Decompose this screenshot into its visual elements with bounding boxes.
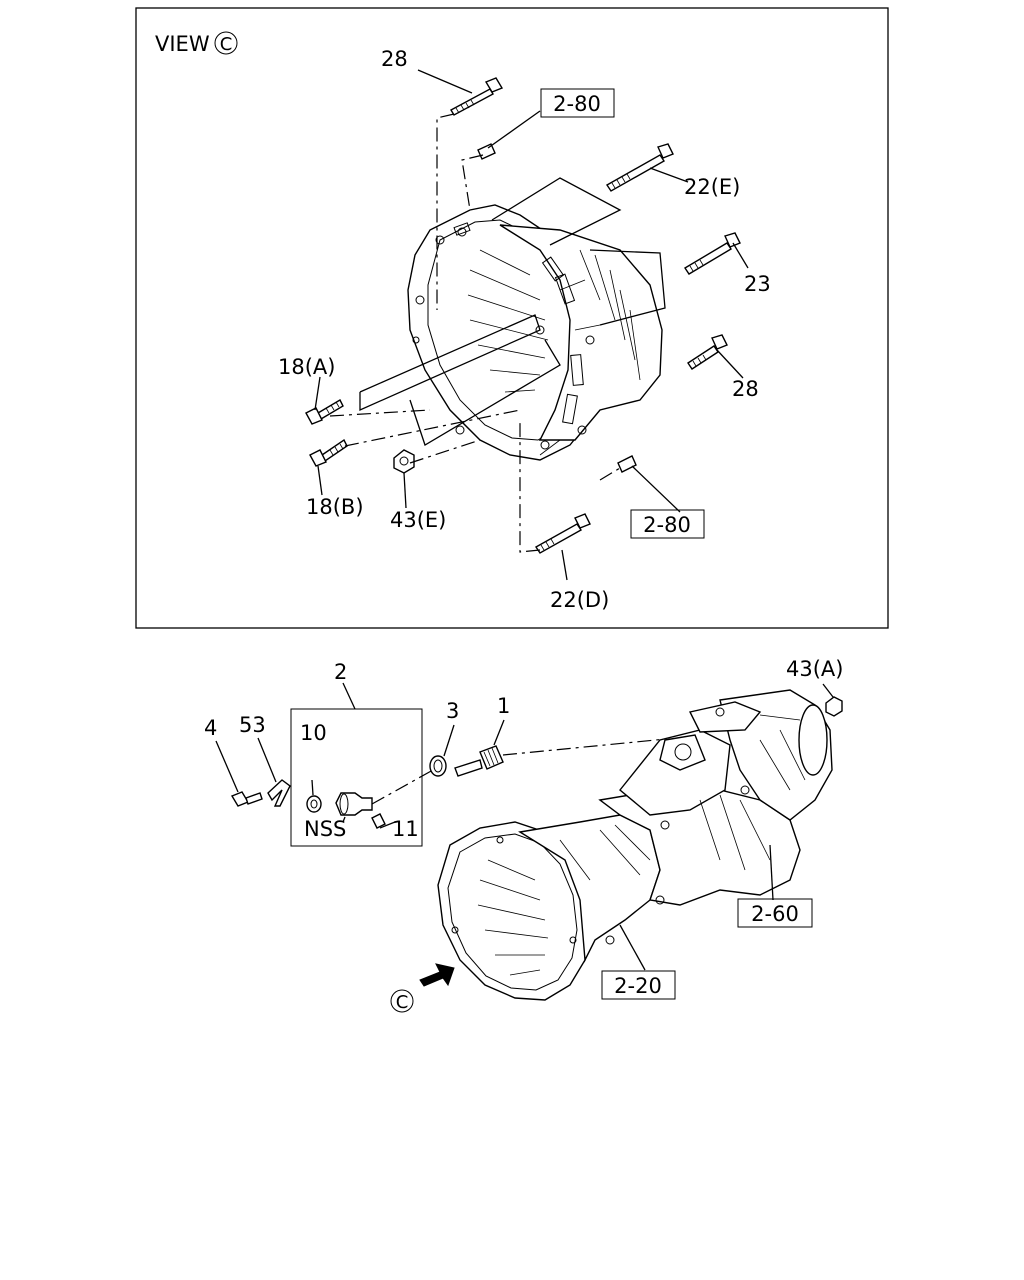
callout-43A: 43(A) bbox=[786, 657, 843, 681]
callout-1: 1 bbox=[497, 694, 510, 718]
callout-23: 23 bbox=[744, 272, 771, 296]
arrow-marker-letter: C bbox=[396, 992, 409, 1013]
main-assembly: C 2 4 53 10 3 1 NSS 11 43(A) 2-60 2-20 bbox=[204, 657, 843, 1013]
callout-10: 10 bbox=[300, 721, 327, 745]
detail-leader-lines bbox=[314, 69, 749, 581]
detail-callout-labels: 28 2-80 22(E) 23 28 18(A) 18(B) 43(E) 2-… bbox=[278, 47, 771, 612]
kit-box-item-2 bbox=[290, 682, 434, 847]
ref-box-2-80-bottom bbox=[630, 509, 705, 539]
bolt-28-top bbox=[450, 77, 504, 116]
ref-2-20: 2-20 bbox=[614, 974, 662, 998]
bolt-22E bbox=[605, 143, 674, 192]
bolt-item-4 bbox=[215, 740, 263, 807]
ref-2-80-top: 2-80 bbox=[553, 92, 601, 116]
callout-2: 2 bbox=[334, 660, 347, 684]
callout-22D: 22(D) bbox=[550, 588, 609, 612]
ref-2-60: 2-60 bbox=[751, 902, 799, 926]
bell-housing-detail bbox=[407, 204, 663, 461]
arrow-marker-circle bbox=[390, 989, 414, 1013]
ref-2-80-bottom: 2-80 bbox=[643, 513, 691, 537]
callout-22E: 22(E) bbox=[684, 175, 740, 199]
transmission-assembly bbox=[437, 683, 843, 1001]
callout-11: 11 bbox=[392, 817, 419, 841]
main-callout-labels: 2 4 53 10 3 1 NSS 11 43(A) 2-60 2-20 bbox=[204, 657, 843, 1000]
view-title: VIEW bbox=[155, 32, 210, 56]
nut-43E bbox=[393, 449, 415, 474]
callout-28-right: 28 bbox=[732, 377, 759, 401]
callout-4: 4 bbox=[204, 716, 217, 740]
callout-28-top: 28 bbox=[381, 47, 408, 71]
view-c-detail-panel: VIEW C bbox=[135, 7, 889, 629]
ref-box-2-60 bbox=[737, 898, 813, 928]
clip-item-53 bbox=[257, 737, 291, 807]
ref-box-2-20 bbox=[601, 970, 676, 1000]
bolt-23 bbox=[684, 232, 741, 275]
dowel-2-80-bottom bbox=[617, 455, 637, 473]
callout-43E: 43(E) bbox=[390, 508, 446, 532]
view-c-heading: VIEW C bbox=[155, 31, 238, 56]
view-marker-letter: C bbox=[220, 34, 233, 55]
o-ring-item-3 bbox=[429, 724, 455, 777]
view-c-arrow: C bbox=[390, 963, 455, 1013]
view-marker-circle bbox=[214, 31, 238, 55]
ref-box-2-80-top bbox=[540, 88, 615, 118]
callout-53: 53 bbox=[239, 713, 266, 737]
driven-gear-item-1 bbox=[454, 719, 667, 777]
bolt-22D bbox=[534, 513, 591, 554]
callout-3: 3 bbox=[446, 699, 459, 723]
callout-18B: 18(B) bbox=[306, 495, 364, 519]
bolt-18A bbox=[305, 399, 344, 425]
label-nss: NSS bbox=[304, 817, 346, 841]
bolt-18B bbox=[309, 438, 348, 467]
callout-18A: 18(A) bbox=[278, 355, 335, 379]
